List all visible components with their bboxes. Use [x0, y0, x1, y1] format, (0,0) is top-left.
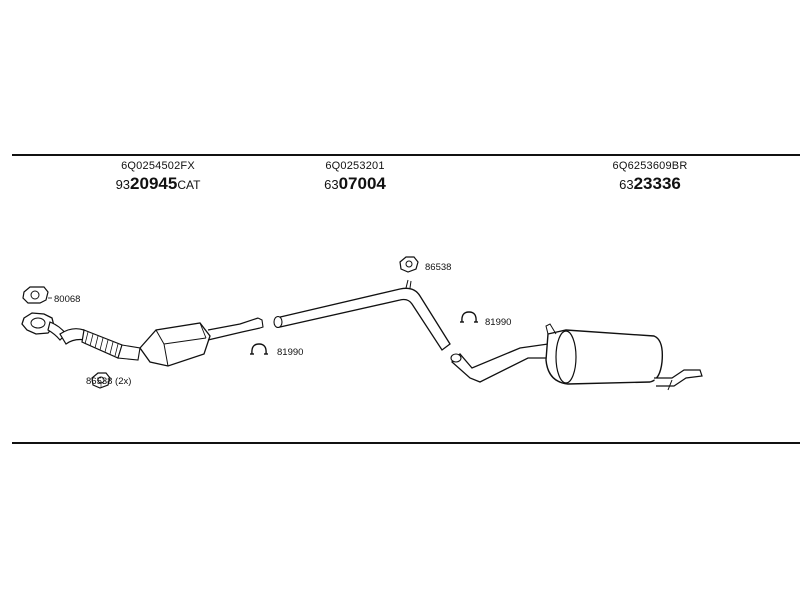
callout-80068: 80068	[54, 294, 80, 305]
part-number-prefix: 63	[619, 177, 634, 192]
oe-number: 6Q6253609BR	[612, 160, 688, 172]
rear-pipe-icon	[450, 343, 561, 383]
middle-pipe-icon	[273, 279, 451, 351]
rear-silencer-icon	[545, 323, 703, 391]
clamp-icon	[460, 311, 478, 323]
oe-number: 6Q0254502FX	[121, 160, 195, 172]
nut-icon	[91, 372, 111, 389]
part-number: 9320945CAT	[98, 174, 218, 194]
catalytic-converter-icon	[139, 317, 264, 367]
callout-86538-2x: 86538 (2x)	[86, 376, 131, 387]
callout-81990-left: 81990	[277, 347, 303, 358]
bottom-divider-line	[12, 442, 800, 444]
oe-number: 6Q0253201	[325, 160, 385, 172]
part-number-prefix: 93	[115, 177, 131, 192]
top-divider-line	[12, 154, 800, 156]
part-number-main: 23336	[633, 174, 681, 193]
part-number: 6323336	[590, 174, 710, 194]
part-number: 6307004	[300, 174, 410, 194]
flex-pipe-icon	[81, 329, 141, 361]
part-header-rear-silencer: 6Q6253609BR 6323336	[590, 160, 710, 194]
gasket-icon	[22, 286, 52, 304]
part-number-prefix: 63	[324, 177, 339, 192]
part-number-suffix: CAT	[177, 178, 201, 192]
part-header-middle-pipe: 6Q0253201 6307004	[300, 160, 410, 194]
callout-86538: 86538	[425, 262, 451, 273]
part-number-main: 07004	[338, 174, 386, 193]
nut-icon	[399, 256, 419, 273]
part-header-catalytic-converter: 6Q0254502FX 9320945CAT	[98, 160, 218, 194]
callout-81990-right: 81990	[485, 317, 511, 328]
front-flange-icon	[21, 312, 87, 345]
clamp-icon	[250, 343, 268, 355]
part-number-main: 20945	[130, 174, 178, 193]
